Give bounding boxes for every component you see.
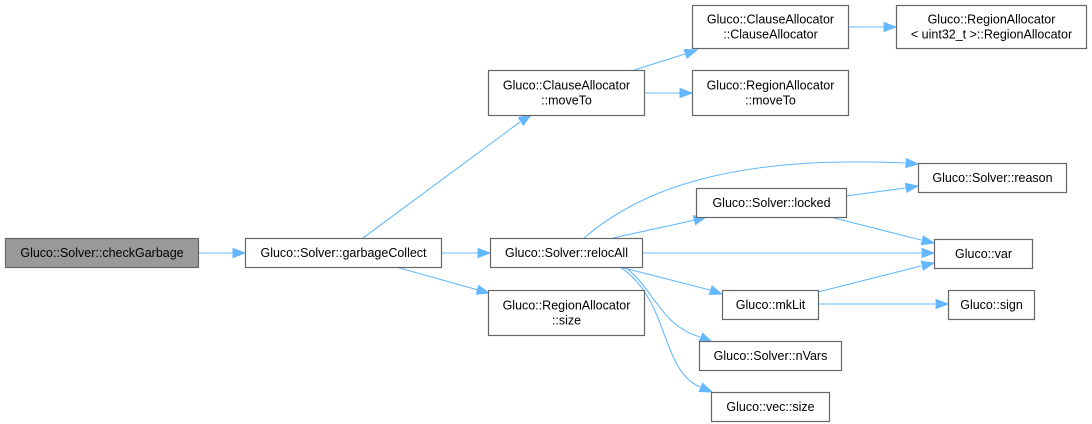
node-label: Gluco::RegionAllocator (928, 13, 1056, 27)
edge-caMoveTo-to-raMoveTo (644, 87, 694, 99)
edge-locked-to-var (829, 216, 936, 246)
node-box[interactable] (487, 69, 646, 117)
edge-mkLit-to-sign (818, 298, 950, 310)
node-box[interactable] (895, 4, 1088, 50)
edge-garbageCollect-to-caMoveTo (362, 114, 533, 239)
node-var[interactable]: Gluco::var (933, 238, 1034, 270)
node-label: Gluco::RegionAllocator (707, 79, 835, 93)
node-box (4, 237, 200, 269)
edge-locked-to-reason (845, 182, 920, 197)
node-raMoveTo[interactable]: Gluco::RegionAllocator::moveTo (691, 69, 850, 117)
edge-line (633, 53, 686, 71)
node-box[interactable] (947, 289, 1036, 321)
edge-line (817, 265, 922, 293)
edge-line (829, 216, 922, 241)
edge-line (619, 266, 701, 388)
node-box[interactable] (691, 4, 850, 50)
edge-line (583, 161, 906, 239)
edge-garbageCollect-to-relocAll (441, 247, 492, 259)
node-label: Gluco::Solver::reason (932, 171, 1052, 185)
arrowhead-icon (517, 114, 533, 127)
node-box[interactable] (698, 340, 843, 372)
arrowhead-icon (904, 182, 920, 194)
node-label: ::size (552, 314, 581, 328)
edge-relocAll-to-vecSize (619, 266, 714, 393)
node-sign[interactable]: Gluco::sign (947, 289, 1036, 321)
node-box[interactable] (489, 237, 644, 269)
node-relocAll[interactable]: Gluco::Solver::relocAll (489, 237, 644, 269)
node-label: Gluco::ClauseAllocator (707, 13, 834, 27)
edge-checkGarbage-to-garbageCollect (198, 247, 247, 259)
node-label: Gluco::Solver::nVars (714, 349, 828, 363)
node-caCtor[interactable]: Gluco::ClauseAllocator::ClauseAllocator (691, 4, 850, 50)
node-raSize[interactable]: Gluco::RegionAllocator::size (487, 289, 646, 337)
edge-mkLit-to-var (817, 260, 936, 293)
node-label: Gluco::ClauseAllocator (503, 79, 630, 93)
edge-relocAll-to-reason (583, 157, 920, 239)
node-label: ::ClauseAllocator (723, 28, 818, 42)
arrowhead-icon (920, 260, 936, 271)
arrowhead-icon (679, 87, 694, 99)
node-mkLit[interactable]: Gluco::mkLit (721, 289, 820, 321)
node-box[interactable] (933, 238, 1034, 270)
node-label: Gluco::RegionAllocator (503, 299, 631, 313)
arrowhead-icon (683, 48, 699, 59)
arrowhead-icon (477, 247, 492, 259)
edge-relocAll-to-mkLit (619, 266, 724, 296)
node-label: Gluco::var (955, 247, 1012, 261)
edge-line (624, 266, 701, 338)
arrowhead-icon (698, 332, 714, 343)
node-locked[interactable]: Gluco::Solver::locked (695, 187, 848, 219)
node-label: ::moveTo (745, 94, 796, 108)
edge-line (395, 266, 479, 291)
node-box[interactable] (721, 289, 820, 321)
node-box[interactable] (695, 187, 848, 219)
edge-line (845, 187, 906, 197)
node-box[interactable] (710, 391, 831, 423)
node-label: Gluco::Solver::locked (712, 196, 830, 210)
arrowhead-icon (698, 382, 714, 393)
node-vecSize[interactable]: Gluco::vec::size (710, 391, 831, 423)
node-label: Gluco::Solver::relocAll (505, 246, 628, 260)
edge-relocAll-to-nVars (624, 266, 714, 343)
edge-caMoveTo-to-caCtor (633, 48, 699, 71)
node-label: Gluco::Solver::checkGarbage (20, 246, 183, 260)
edge-line (619, 266, 711, 291)
node-label: Gluco::Solver::garbageCollect (260, 246, 427, 260)
arrowhead-icon (920, 235, 936, 246)
edge-relocAll-to-var (642, 247, 936, 259)
arrowhead-icon (905, 157, 920, 169)
node-garbageCollect[interactable]: Gluco::Solver::garbageCollect (244, 237, 443, 269)
edge-relocAll-to-locked (612, 215, 708, 239)
node-box[interactable] (244, 237, 443, 269)
edge-line (612, 219, 696, 239)
node-label: < uint32_t >::RegionAllocator (911, 28, 1072, 42)
node-checkGarbage: Gluco::Solver::checkGarbage (4, 237, 200, 269)
arrowhead-icon (921, 247, 936, 259)
arrowhead-icon (935, 298, 950, 310)
edge-line (362, 121, 521, 239)
node-box[interactable] (691, 69, 850, 117)
node-nVars[interactable]: Gluco::Solver::nVars (698, 340, 843, 372)
edge-garbageCollect-to-raSize (395, 266, 491, 295)
node-label: Gluco::sign (960, 298, 1023, 312)
node-label: Gluco::mkLit (736, 298, 806, 312)
edge-caCtor-to-raCtor (848, 21, 898, 33)
node-box[interactable] (487, 289, 646, 337)
arrowhead-icon (475, 284, 491, 295)
arrowhead-icon (708, 285, 724, 296)
node-box[interactable] (917, 162, 1068, 194)
node-caMoveTo[interactable]: Gluco::ClauseAllocator::moveTo (487, 69, 646, 117)
arrowhead-icon (232, 247, 247, 259)
arrowhead-icon (883, 21, 898, 33)
node-label: ::moveTo (541, 94, 592, 108)
node-label: Gluco::vec::size (726, 400, 814, 414)
node-raCtor[interactable]: Gluco::RegionAllocator< uint32_t >::Regi… (895, 4, 1088, 50)
edges-layer (198, 21, 950, 393)
node-reason[interactable]: Gluco::Solver::reason (917, 162, 1068, 194)
